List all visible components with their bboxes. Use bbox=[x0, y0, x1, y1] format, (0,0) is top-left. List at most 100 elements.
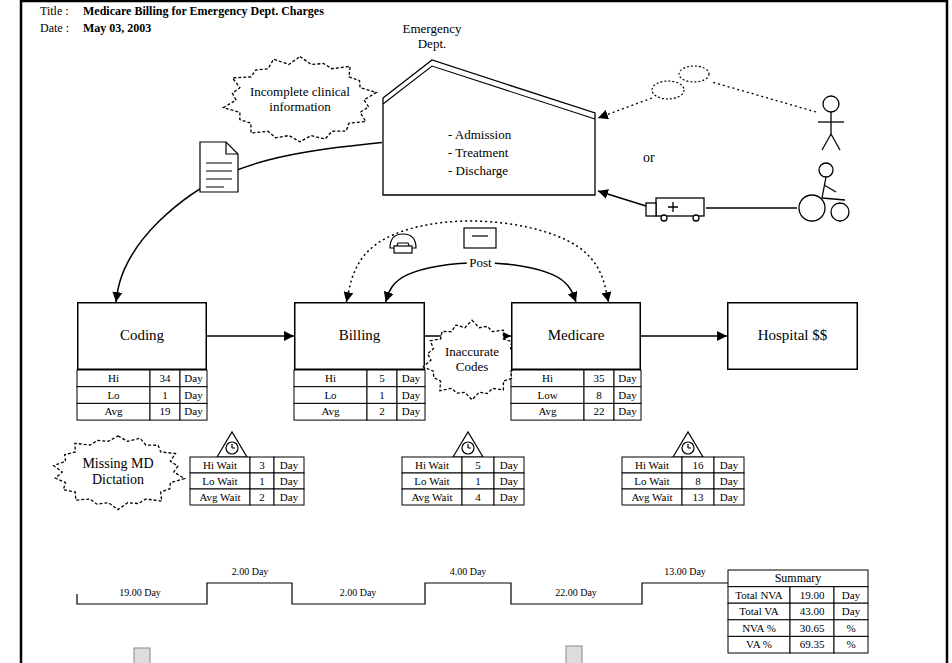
table-grid bbox=[367, 403, 397, 420]
table-grid bbox=[367, 370, 397, 387]
table-grid bbox=[682, 489, 714, 505]
summary-cell: Day bbox=[834, 587, 868, 604]
diagram-title: Medicare Billing for Emergency Dept. Cha… bbox=[83, 4, 324, 19]
flow-arrow bbox=[346, 221, 608, 302]
table-grid bbox=[397, 403, 425, 420]
process-box: Coding bbox=[77, 302, 207, 370]
summary-cell: 19.00 bbox=[790, 587, 834, 604]
table-cell: 22 bbox=[584, 403, 614, 420]
node-label: Inaccurate Codes bbox=[436, 345, 508, 375]
node-heading: Emergency Dept. bbox=[393, 22, 471, 52]
table-cell: Day bbox=[274, 457, 304, 473]
ambulance-arrow bbox=[598, 191, 646, 206]
table-cell: 1 bbox=[150, 387, 180, 404]
table-cell: Day bbox=[494, 457, 524, 473]
table-grid bbox=[402, 473, 462, 489]
table-cell: Lo Wait bbox=[622, 473, 682, 489]
table-cell: Day bbox=[614, 387, 641, 404]
node-label: Billing bbox=[333, 327, 387, 344]
transport-line bbox=[706, 207, 797, 209]
table-cell: 1 bbox=[462, 473, 494, 489]
table-cell: 3 bbox=[250, 457, 274, 473]
summary-cell: % bbox=[834, 636, 868, 653]
wait-clock bbox=[673, 432, 703, 457]
table-grid bbox=[274, 489, 304, 505]
table-grid bbox=[614, 370, 641, 387]
ambulance bbox=[646, 198, 704, 221]
table-cell: 35 bbox=[584, 370, 614, 387]
table-cell: Hi bbox=[77, 370, 150, 387]
table-grid bbox=[402, 489, 462, 505]
node-label: Missing MD Dictation bbox=[78, 456, 158, 488]
table-grid bbox=[294, 403, 367, 420]
table-grid bbox=[462, 457, 494, 473]
table-cell: Day bbox=[397, 370, 425, 387]
table-cell: Day bbox=[180, 387, 207, 404]
timeline-value: 2.00 Day bbox=[210, 566, 290, 577]
summary-cell: 43.00 bbox=[790, 603, 834, 620]
table-grid bbox=[494, 473, 524, 489]
table-grid bbox=[714, 457, 744, 473]
connector-note: or bbox=[643, 150, 655, 166]
burst-outline bbox=[223, 56, 376, 141]
table-cell: Day bbox=[714, 457, 744, 473]
footprints bbox=[652, 66, 709, 99]
table-grid bbox=[250, 457, 274, 473]
node-list-item: - Discharge bbox=[448, 164, 508, 179]
table-cell: Avg bbox=[511, 403, 584, 420]
table-cell: 1 bbox=[367, 387, 397, 404]
node-list-item: - Admission bbox=[448, 128, 511, 143]
table-grid bbox=[150, 387, 180, 404]
flow-arrow bbox=[116, 143, 382, 302]
document-icon bbox=[200, 142, 238, 192]
table-cell: Day bbox=[397, 387, 425, 404]
wait-clock bbox=[217, 432, 247, 457]
table-cell: Hi bbox=[511, 370, 584, 387]
table-cell: Hi Wait bbox=[190, 457, 250, 473]
table-cell: Lo bbox=[77, 387, 150, 404]
table-cell: 2 bbox=[367, 403, 397, 420]
table-grid bbox=[584, 370, 614, 387]
table-grid bbox=[294, 387, 367, 404]
table-grid bbox=[584, 403, 614, 420]
table-cell: Lo Wait bbox=[402, 473, 462, 489]
timeline-value: 2.00 Day bbox=[318, 587, 398, 598]
table-cell: Day bbox=[614, 403, 641, 420]
timeline bbox=[77, 583, 728, 604]
table-cell: Day bbox=[180, 370, 207, 387]
inventory-marker bbox=[566, 646, 582, 663]
table-cell: Hi Wait bbox=[622, 457, 682, 473]
summary-cell: 69.35 bbox=[790, 636, 834, 653]
box-outline bbox=[512, 303, 641, 370]
table-grid bbox=[622, 489, 682, 505]
timeline-value: 19.00 Day bbox=[100, 587, 180, 598]
table-grid bbox=[294, 370, 367, 387]
table-cell: Day bbox=[397, 403, 425, 420]
header-value: May 03, 2003 bbox=[83, 21, 151, 36]
table-grid bbox=[834, 636, 868, 653]
table-grid bbox=[190, 489, 250, 505]
table-grid bbox=[77, 370, 150, 387]
table-grid bbox=[622, 457, 682, 473]
table-cell: Avg bbox=[77, 403, 150, 420]
table-grid bbox=[77, 387, 150, 404]
table-grid bbox=[511, 370, 584, 387]
table-grid bbox=[714, 473, 744, 489]
wheelchair-patient bbox=[799, 163, 849, 221]
box-outline bbox=[78, 303, 207, 370]
table-grid bbox=[682, 457, 714, 473]
node-list-item: - Treatment bbox=[448, 146, 508, 161]
timeline-value: 22.00 Day bbox=[536, 587, 616, 598]
table-cell: Day bbox=[614, 370, 641, 387]
header-field: Title : bbox=[40, 4, 69, 19]
kaizen-burst: Incomplete clinical information bbox=[220, 54, 380, 146]
table-grid bbox=[834, 620, 868, 637]
table-grid bbox=[397, 387, 425, 404]
table-grid bbox=[402, 457, 462, 473]
roof-line bbox=[383, 66, 595, 119]
summary-cell: 30.65 bbox=[790, 620, 834, 637]
table-grid bbox=[790, 620, 834, 637]
table-grid bbox=[180, 370, 207, 387]
table-cell: Day bbox=[494, 473, 524, 489]
table-grid bbox=[511, 387, 584, 404]
